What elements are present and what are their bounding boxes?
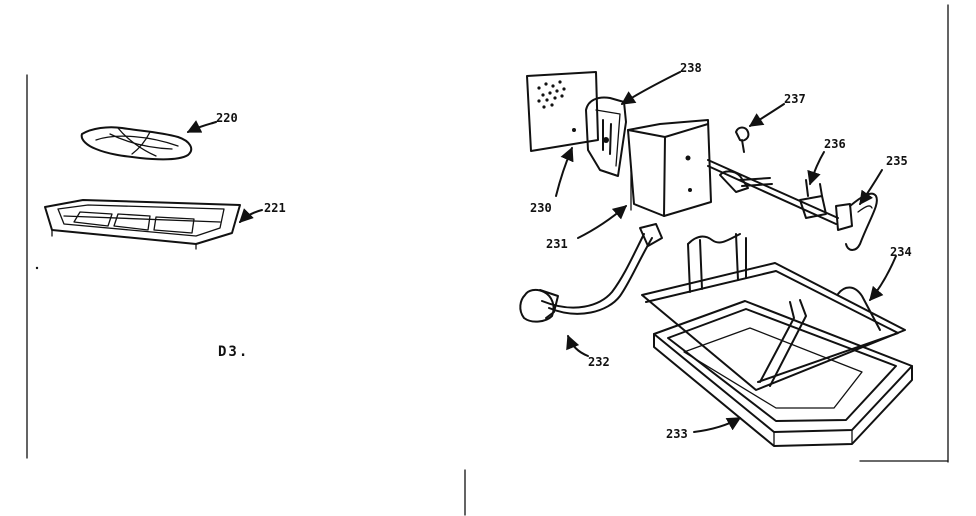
callout-220: 220 [216,111,238,125]
part-233-drip-pan [653,300,913,447]
figure-code: D3. [218,344,249,360]
part-237-screw [735,126,750,153]
callout-231: 231 [546,237,568,251]
callout-230: 230 [530,201,552,215]
callout-233: 233 [666,427,688,441]
part-235-spit-fork [835,192,878,251]
part-236-spit-rod [707,159,839,225]
leader-lines [186,71,897,433]
callout-labels: 220 221 238 230 231 232 233 234 235 236 … [216,61,912,441]
callout-235: 235 [886,154,908,168]
part-238-mounting-plate [526,71,599,152]
callout-234: 234 [890,245,912,259]
part-234-rack [641,233,906,391]
part-231-motor-box [627,119,712,217]
callout-232: 232 [588,355,610,369]
callout-221: 221 [264,201,286,215]
callout-236: 236 [824,137,846,151]
callout-238: 238 [680,61,702,75]
part-232-cord-plug [519,223,663,323]
part-230-receptacle [572,96,627,177]
frame-lines [26,4,949,516]
callout-237: 237 [784,92,806,106]
part-220-grill-plate [80,126,193,161]
part-221-broiler-grid [44,199,241,250]
